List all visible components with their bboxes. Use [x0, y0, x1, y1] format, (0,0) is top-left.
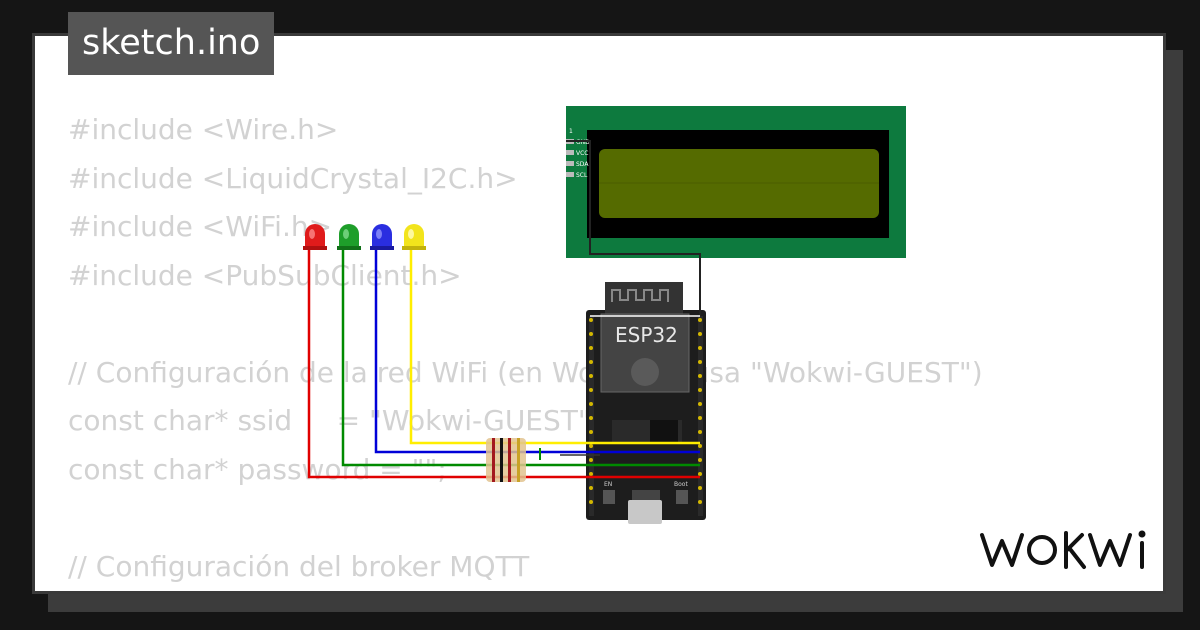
code-line: // Configuración de la red WiFi (en Wokw… [68, 355, 983, 389]
lcd-pin-scl: SCL [576, 172, 588, 179]
wire-blue [374, 248, 700, 454]
file-name-tab[interactable]: sketch.ino [68, 12, 275, 75]
lcd-pin-sda: SDA [576, 161, 589, 168]
wire-green [341, 248, 700, 467]
lcd-pin-gnd: GND [576, 139, 590, 146]
en-label: EN [604, 481, 612, 488]
code-line: #include <Wire.h> [68, 113, 339, 146]
boot-button[interactable] [676, 490, 688, 504]
lcd-pin-vcc: VCC [576, 150, 588, 157]
led-yellow[interactable] [402, 224, 426, 250]
pin-header-right [698, 316, 703, 516]
usb-port [628, 500, 662, 524]
resistor-array[interactable] [486, 438, 526, 482]
antenna-trace [611, 289, 669, 302]
code-line: #include <PubSubClient.h> [68, 258, 462, 292]
lcd-display[interactable]: 1 GND VCC SDA SCL [566, 106, 906, 258]
usb-port-frame [632, 490, 660, 500]
en-button[interactable] [603, 490, 615, 504]
code-line: // Configuración del broker MQTT [68, 549, 530, 583]
wokwi-logo-icon [980, 530, 1146, 569]
led-green[interactable] [337, 224, 361, 250]
esp32-board[interactable]: ESP32 EN Boot [586, 282, 706, 524]
code-preview: #include <Wire.h> #include <LiquidCrystal… [68, 106, 983, 591]
wire-red [307, 248, 700, 479]
wire-yellow [409, 248, 700, 445]
boot-label: Boot [674, 481, 688, 488]
esp32-label: ESP32 [615, 323, 678, 347]
i2c-wires [566, 140, 701, 317]
led-blue[interactable] [370, 224, 394, 250]
led-red[interactable] [303, 224, 327, 250]
code-line: const char* password = ""; [68, 452, 447, 486]
usb-chip [650, 420, 678, 442]
espressif-logo-icon [631, 358, 659, 386]
led-wires [307, 248, 700, 479]
code-line: #include <LiquidCrystal_I2C.h> [68, 161, 518, 195]
pin-header-left [589, 316, 594, 516]
lcd-pin-marker: 1 [569, 128, 573, 135]
